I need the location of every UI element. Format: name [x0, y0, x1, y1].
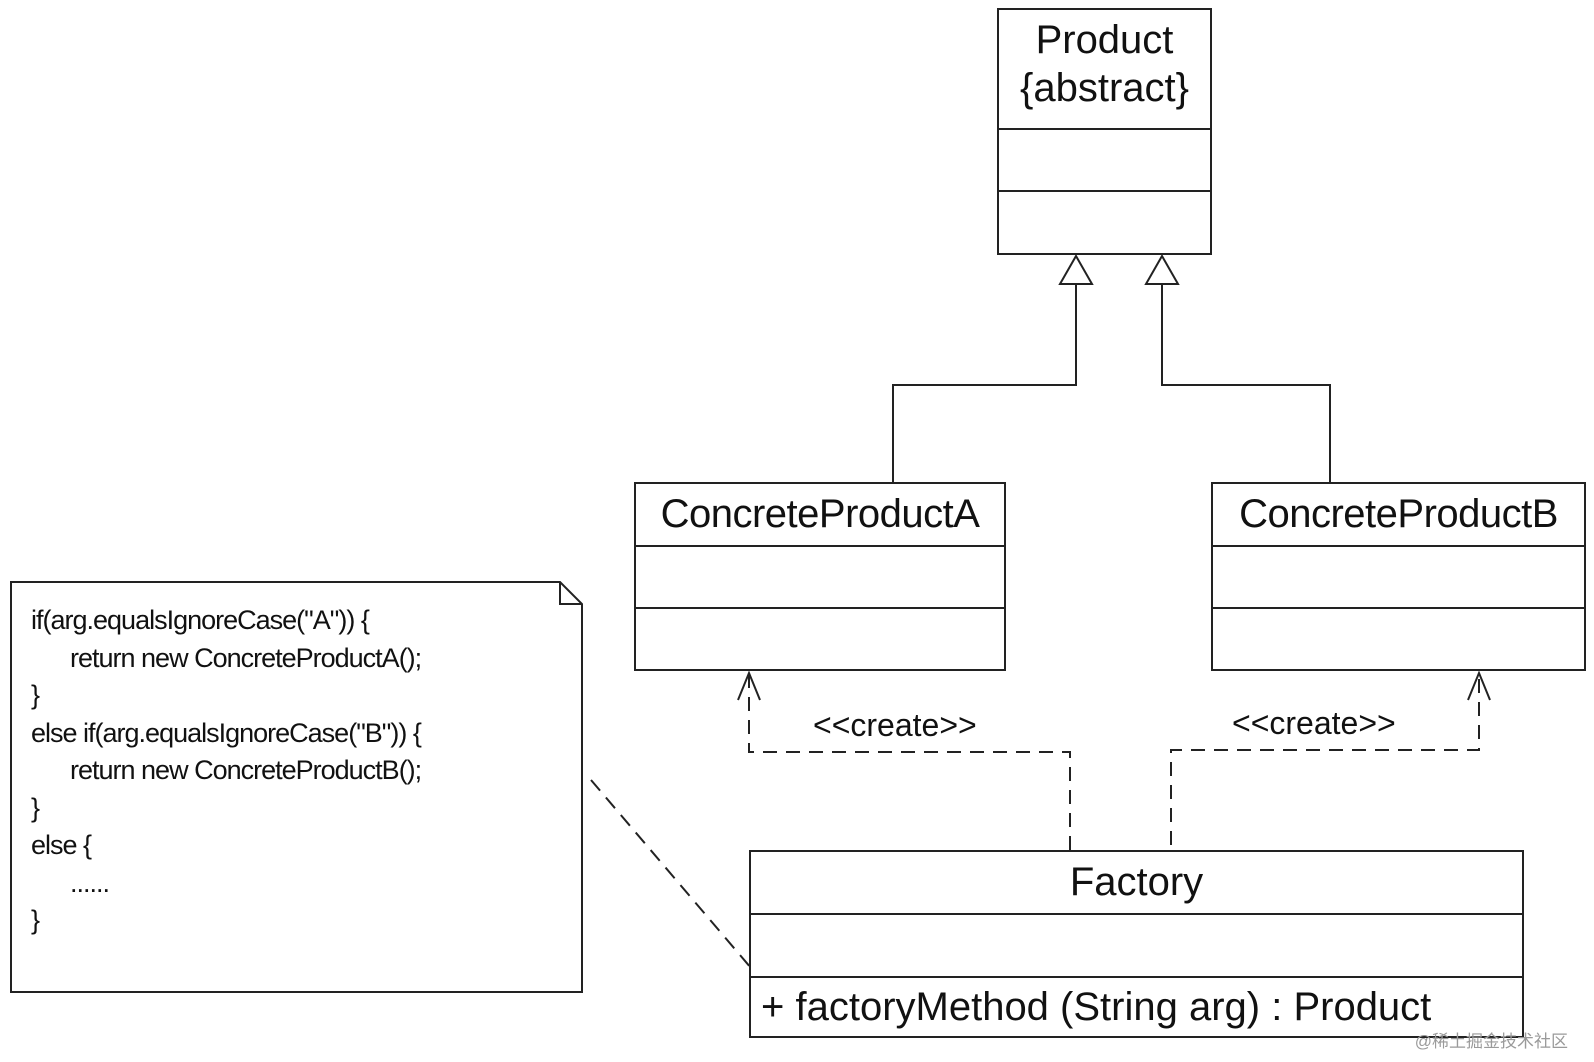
create-arrowhead-a — [737, 670, 761, 701]
inheritance-line-b — [1161, 284, 1331, 484]
class-concrete-product-a-name: ConcreteProductA — [660, 492, 980, 536]
class-factory-name: Factory — [1069, 860, 1204, 904]
class-concrete-product-b-name-section: ConcreteProductB — [1213, 484, 1584, 547]
code-line: } — [31, 680, 40, 710]
class-factory-attributes — [751, 915, 1522, 978]
class-concrete-product-a: ConcreteProductA — [634, 482, 1006, 671]
class-product-name: Product — [1035, 18, 1174, 62]
class-concrete-product-a-name-section: ConcreteProductA — [636, 484, 1004, 547]
inheritance-line-a — [892, 284, 1077, 484]
class-product: Product {abstract} — [997, 8, 1212, 255]
code-line: ...... — [31, 867, 110, 898]
create-arrowhead-b — [1467, 670, 1491, 701]
code-line: if(arg.equalsIgnoreCase("A")) { — [31, 605, 370, 635]
note-fold-corner — [559, 582, 582, 605]
inheritance-arrowhead-a — [1058, 253, 1094, 285]
class-product-modifier: {abstract} — [1019, 66, 1189, 110]
class-concrete-product-b-attributes — [1213, 547, 1584, 609]
create-label-a: <<create>> — [813, 707, 977, 743]
class-factory: Factory + factoryMethod (String arg) : P… — [749, 850, 1524, 1038]
code-note: if(arg.equalsIgnoreCase("A")) { return n… — [11, 582, 582, 992]
class-product-name-section: Product {abstract} — [999, 10, 1210, 130]
create-dependency-a — [748, 673, 1071, 850]
class-product-attributes — [999, 130, 1210, 192]
watermark: @稀土掘金技术社区 — [1414, 1032, 1568, 1051]
class-factory-method: + factoryMethod (String arg) : Product — [761, 985, 1432, 1029]
note-anchor-line — [590, 779, 752, 969]
class-concrete-product-a-attributes — [636, 547, 1004, 609]
create-label-b: <<create>> — [1232, 705, 1396, 741]
code-line: } — [31, 792, 40, 823]
inheritance-arrowhead-b — [1144, 253, 1180, 285]
class-factory-operations: + factoryMethod (String arg) : Product — [751, 978, 1522, 1036]
class-factory-name-section: Factory — [751, 852, 1522, 915]
code-line: return new ConcreteProductB(); — [31, 755, 422, 785]
code-note-lines: if(arg.equalsIgnoreCase("A")) { return n… — [31, 602, 422, 940]
code-line: return new ConcreteProductA(); — [31, 642, 422, 673]
class-concrete-product-b: ConcreteProductB — [1211, 482, 1586, 671]
note-outline — [10, 581, 583, 993]
code-line: else { — [31, 830, 92, 860]
class-concrete-product-b-name: ConcreteProductB — [1239, 492, 1558, 536]
code-line: } — [31, 905, 40, 935]
create-dependency-b — [1170, 673, 1480, 845]
code-line: else if(arg.equalsIgnoreCase("B")) { — [31, 717, 422, 748]
